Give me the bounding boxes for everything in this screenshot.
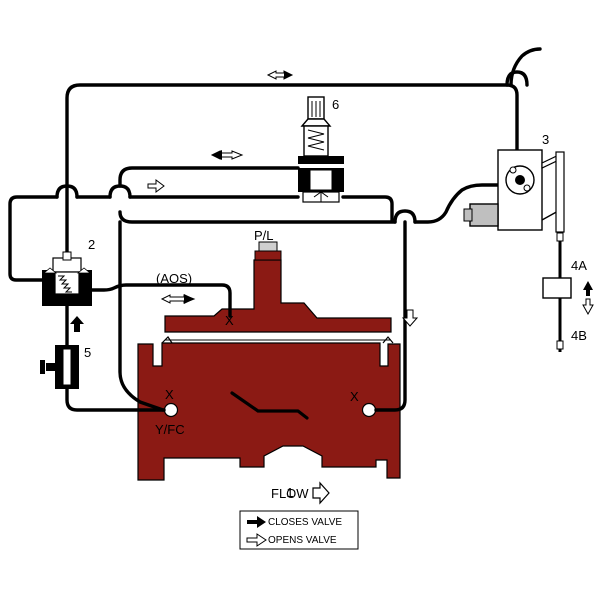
flow-label: FLOW xyxy=(271,486,309,501)
component-5-label: 5 xyxy=(84,345,91,360)
outlet-x-label: X xyxy=(350,389,359,404)
legend-opens-label: OPENS VALVE xyxy=(268,535,337,546)
tube-pilot6-left xyxy=(118,166,300,188)
double-arrow-icon xyxy=(160,294,196,304)
position-indicator-label: P/L xyxy=(254,228,274,243)
cover-x-label: X xyxy=(225,313,234,328)
component-4 xyxy=(542,232,572,352)
yfc-label: Y/FC xyxy=(155,422,185,437)
flow-arrow-icon xyxy=(312,481,330,505)
component-4b-label: 4B xyxy=(571,328,587,343)
double-arrow-icon xyxy=(210,150,244,160)
hollow-arrow-icon xyxy=(246,533,267,547)
valve-seat-line xyxy=(230,391,309,420)
tube-to-component3 xyxy=(118,210,397,224)
legend: CLOSES VALVE OPENS VALVE xyxy=(239,510,359,550)
main-valve xyxy=(137,241,401,481)
tube-left-loop xyxy=(8,195,59,282)
tubing xyxy=(8,47,542,412)
main-valve-bonnet xyxy=(164,259,392,333)
pilot-2 xyxy=(42,251,92,306)
tube-pilot6-right xyxy=(341,195,394,222)
inlet-port xyxy=(163,402,179,418)
component-3 xyxy=(463,149,565,233)
aos-label: (AOS) xyxy=(156,271,192,286)
hollow-arrow-icon xyxy=(147,179,165,193)
double-arrow-icon xyxy=(582,281,594,316)
legend-closes-label: CLOSES VALVE xyxy=(268,517,342,528)
solid-arrow-icon xyxy=(70,316,84,332)
outlet-port xyxy=(361,402,377,418)
pilot-6 xyxy=(298,96,344,203)
diaphragm-flange xyxy=(161,336,394,344)
pilot-2-label: 2 xyxy=(88,237,95,252)
isolation-valve-5 xyxy=(40,345,79,389)
tube-aos xyxy=(88,283,232,318)
solid-arrow-icon xyxy=(247,516,266,528)
tube-right-down xyxy=(374,220,407,412)
tube-top-right xyxy=(509,47,542,87)
tube-top-loop xyxy=(65,83,519,264)
inlet-x-label: X xyxy=(165,387,174,402)
component-3-label: 3 xyxy=(542,132,549,147)
double-arrow-icon xyxy=(266,70,294,80)
hollow-arrow-icon xyxy=(401,309,419,327)
component-4a-label: 4A xyxy=(571,258,587,273)
component-6-label: 6 xyxy=(332,97,339,112)
main-valve-label: 1 xyxy=(286,485,293,500)
